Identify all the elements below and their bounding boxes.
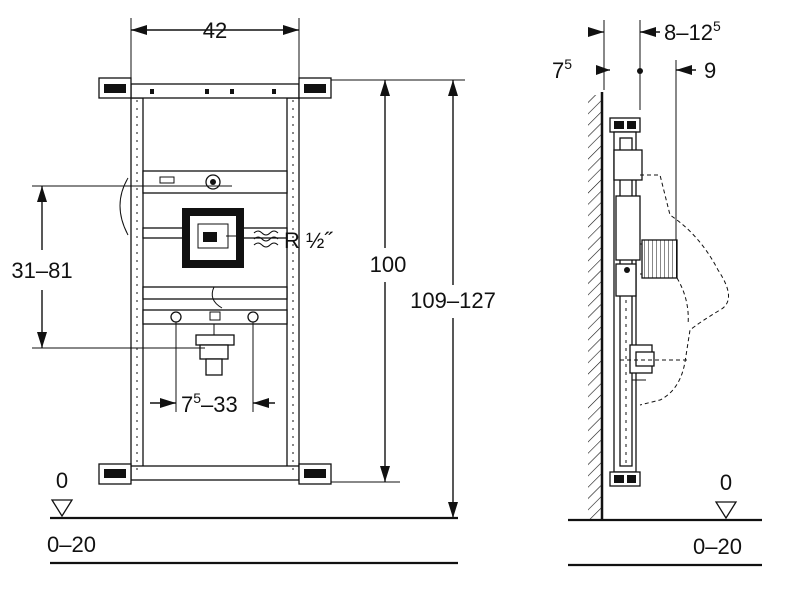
outlet-spacing-dimension: 75–33 [150, 322, 275, 417]
height-range-label: 31–81 [11, 258, 72, 283]
side-view: 8–125 75 9 0 0–20 [552, 18, 762, 567]
front-view: 42 31–81 100 10 [11, 18, 496, 565]
lower-crossbar [142, 286, 288, 325]
frame-height-label: 100 [370, 252, 407, 277]
threaded-connection [640, 239, 678, 279]
front-floor-zero-label: 0 [56, 468, 68, 493]
water-connection-label: R ½˝ [284, 228, 333, 253]
wall [588, 92, 604, 520]
width-label: 42 [203, 18, 227, 43]
total-height-label: 109–127 [410, 288, 496, 313]
side-floor-range-label: 0–20 [693, 534, 742, 559]
side-drain [629, 344, 655, 381]
urinal-outline [620, 174, 729, 406]
width-dimension: 42 [130, 18, 300, 80]
side-floor: 0 0–20 [568, 470, 762, 567]
frame-side [609, 117, 643, 487]
axis-offset-label: 9 [704, 58, 716, 83]
side-top-dimensions: 8–125 75 9 [552, 18, 721, 240]
drain-elbow [195, 324, 235, 376]
front-floor: 0 0–20 [47, 468, 458, 565]
water-connection-box [142, 208, 288, 268]
frame-height-dimension: 100 [331, 79, 407, 483]
front-floor-range-label: 0–20 [47, 532, 96, 557]
frame-rails [130, 83, 300, 481]
outlet-spacing-label: 75–33 [181, 390, 238, 417]
frame-feet [98, 77, 332, 485]
wall-offset-label: 75 [552, 56, 572, 83]
total-height-dimension: 109–127 [331, 79, 496, 518]
side-floor-zero-label: 0 [720, 470, 732, 495]
water-wave-icon [253, 230, 279, 248]
depth-range-label: 8–125 [664, 18, 721, 45]
